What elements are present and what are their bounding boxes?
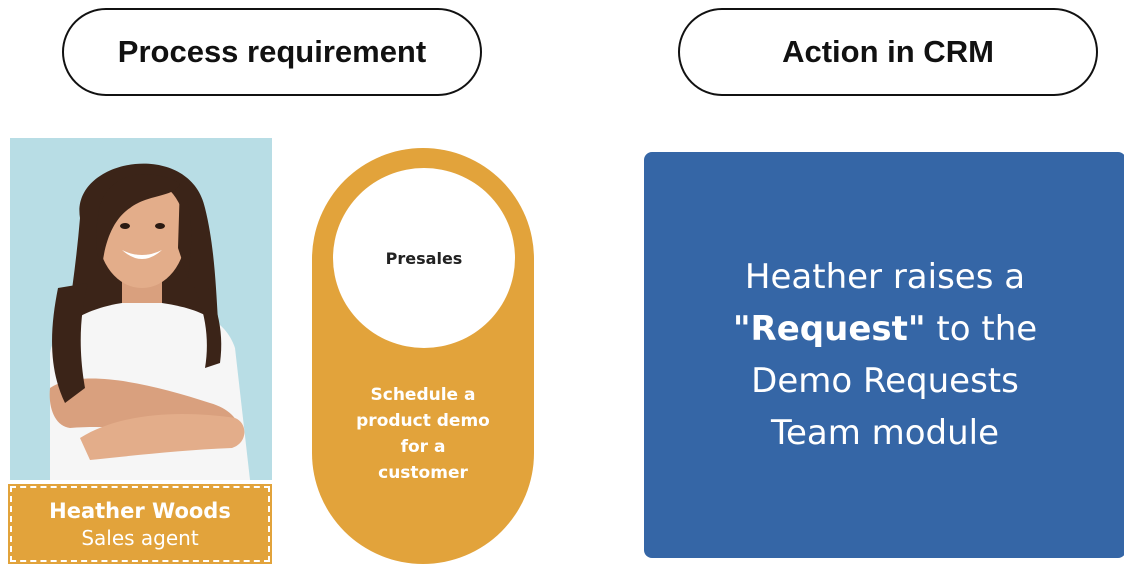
capsule-line: product demo xyxy=(356,411,490,431)
action-line-3: Demo Requests xyxy=(751,361,1019,401)
capsule-line: customer xyxy=(378,463,468,483)
presales-title: Presales xyxy=(385,248,463,268)
capsule-description: Schedule a product demo for a customer xyxy=(322,382,524,486)
capsule-line: Schedule a xyxy=(370,385,476,405)
action-line-2-rest: to the xyxy=(925,309,1038,349)
action-line-1: Heather raises a xyxy=(744,257,1026,297)
person-name-card: Heather Woods Sales agent xyxy=(8,484,272,564)
action-in-crm-label: Action in CRM xyxy=(782,34,994,69)
capsule-line: for a xyxy=(400,437,446,457)
person-photo xyxy=(10,138,272,480)
action-in-crm-header: Action in CRM xyxy=(678,8,1098,96)
action-line-4: Team module xyxy=(770,413,1000,453)
process-requirement-label: Process requirement xyxy=(117,34,427,69)
person-illustration xyxy=(10,138,272,480)
request-keyword: "Request" xyxy=(732,309,926,349)
person-role: Sales agent xyxy=(81,525,199,550)
presales-circle: Presales xyxy=(333,168,515,348)
person-name: Heather Woods xyxy=(49,498,231,523)
crm-action-card: Heather raises a "Request" to the Demo R… xyxy=(644,152,1124,558)
action-line-2: "Request" to the xyxy=(644,303,1124,355)
process-requirement-header: Process requirement xyxy=(62,8,482,96)
